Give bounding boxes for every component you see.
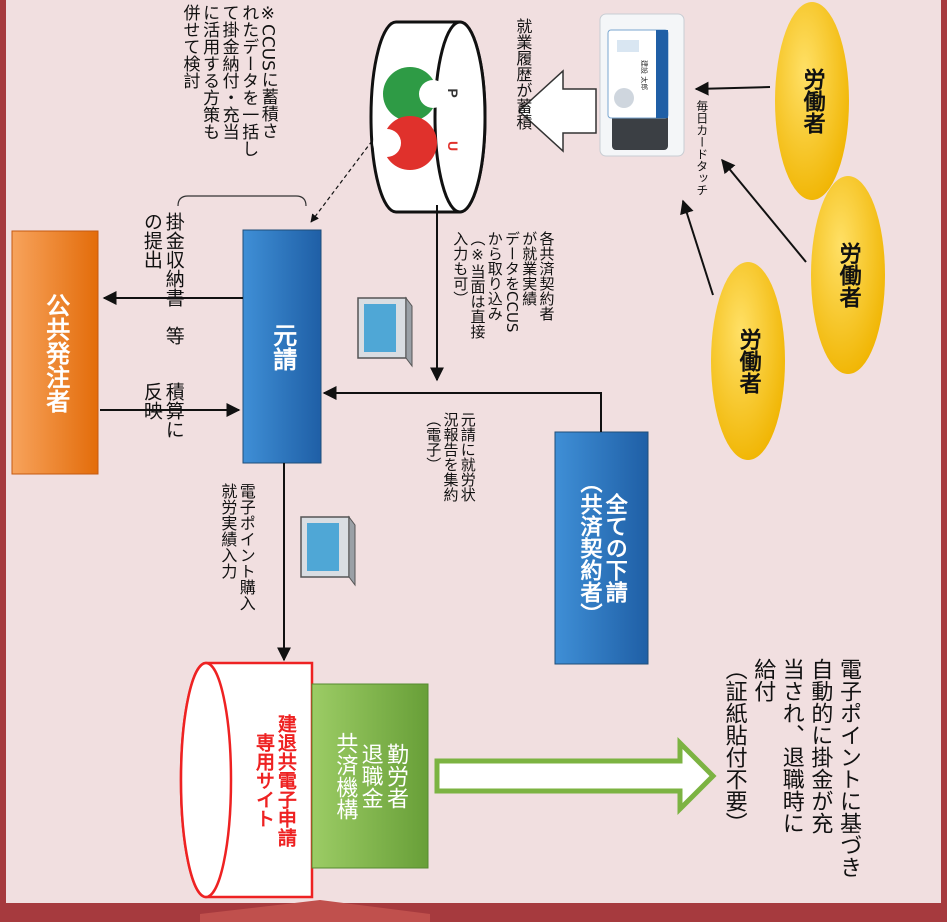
ccus-logo: P U xyxy=(373,67,461,170)
accumulate-label: 就業履歴が蓄積 xyxy=(513,18,533,130)
bottom-chevron xyxy=(200,900,430,922)
logo-p-letter: P xyxy=(445,88,461,97)
benefit-hollow-arrow xyxy=(434,736,717,816)
worker-ellipse xyxy=(811,176,885,374)
frame-left-border xyxy=(0,0,6,922)
public-client-box xyxy=(11,230,99,475)
ccus-dashed-arrow xyxy=(310,140,373,223)
purchase-label: 電子ポイント購入 就労実績入力 xyxy=(218,483,256,611)
prime-contractor-label: 元請 xyxy=(268,322,297,371)
ccus-database-cylinder xyxy=(369,20,487,214)
card-touch-arrow xyxy=(721,158,807,263)
frame-right-border xyxy=(941,0,947,922)
card-touch-arrow xyxy=(694,81,771,96)
report-arrow xyxy=(322,386,602,432)
import-label: 各共済契約者 が就業実績 データをCCUS から取り込み （※当面は直接 入力も… xyxy=(451,231,556,339)
prime-contractor-box xyxy=(242,229,322,464)
card-touch-label: 毎日カードタッチ xyxy=(694,100,709,196)
card-holder-name: 建設 太郎 xyxy=(640,60,649,90)
worker-label: 労働者 xyxy=(799,68,825,134)
site-label: 建退共電子申請 専用サイト xyxy=(253,713,297,847)
note-bracket xyxy=(177,195,307,207)
result-label: 電子ポイントに基づき 自動的に掛金が充 当され、退職時に 給付 （証紙貼付不要） xyxy=(721,658,861,878)
kintai-box xyxy=(311,683,429,869)
subcontractors-label: 全ての下請 （共済契約者） xyxy=(576,471,627,625)
accumulate-hollow-arrow xyxy=(517,69,597,153)
computer-icon xyxy=(357,296,413,368)
worker-ellipse xyxy=(775,2,849,200)
public-client-label: 公共発注者 xyxy=(41,292,70,413)
subcontractors-box xyxy=(554,431,649,665)
report-label: 元請に就労状 況報告を集約 （電子） xyxy=(424,412,477,502)
card-reader-image: 建設 太郎 xyxy=(599,13,685,157)
site-database-cylinder xyxy=(179,661,314,899)
logo-u-letter: U xyxy=(445,141,461,151)
ccus-note: ※CCUSに蓄積さ れたデータを一括し て掛金納付・充当 に活用する方策も 併せ… xyxy=(179,4,278,157)
estimate-label: 積算に 反映 xyxy=(140,382,185,439)
worker-label: 労働者 xyxy=(735,328,761,394)
worker-label: 労働者 xyxy=(835,242,861,308)
worker-ellipse xyxy=(711,262,785,460)
kintai-label: 勤労者 退職金 共済機構 xyxy=(332,732,408,820)
computer-icon xyxy=(300,515,356,587)
submit-label: 掛金収納書 等 の提出 xyxy=(140,212,185,345)
card-touch-arrow xyxy=(680,199,714,296)
